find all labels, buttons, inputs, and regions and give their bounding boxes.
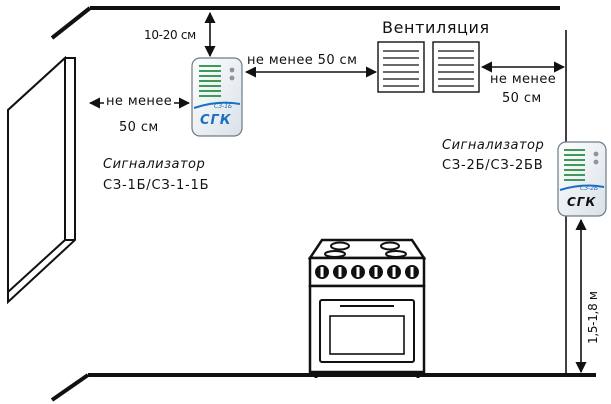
detector-left-led-1 — [229, 67, 235, 73]
label-min-distance-wall-cm: 50 см — [502, 91, 542, 106]
detector-right-brand: СГК — [567, 195, 597, 209]
floor-left-corner — [50, 373, 90, 402]
oven-window — [329, 315, 405, 355]
ventilation-grille-left — [377, 41, 425, 93]
label-sensor-left-model: СЗ-1Б/СЗ-1-1Б — [103, 178, 210, 193]
burner-4 — [385, 250, 407, 258]
detector-right-led-2 — [593, 159, 599, 165]
label-min-distance-ventilation: не менее 50 см — [245, 53, 360, 68]
label-min-distance-door-cm: 50 см — [119, 120, 159, 135]
label-min-distance-door: не менее — [104, 94, 175, 109]
label-sensor-right-model: СЗ-2Б/СЗ-2БВ — [442, 158, 544, 173]
label-sensor-left-title: Сигнализатор — [103, 157, 206, 172]
detector-right-swoosh — [559, 184, 605, 191]
label-min-distance-wall: не менее — [488, 72, 559, 87]
gas-detector-left — [191, 57, 243, 137]
label-height-range: 1,5-1,8 м — [586, 291, 600, 344]
detector-left-swoosh — [193, 101, 241, 109]
detector-left-led-2 — [229, 75, 235, 81]
label-top-distance: 10-20 см — [144, 28, 196, 42]
detector-left-vents — [199, 65, 221, 97]
label-ventilation: Вентиляция — [382, 18, 490, 37]
label-sensor-right-title: Сигнализатор — [442, 138, 545, 153]
door — [7, 55, 76, 305]
detector-right-model-tag: СЗ-2Б — [580, 185, 599, 192]
burner-2 — [380, 241, 400, 251]
detector-left-brand: СГК — [200, 113, 232, 128]
gas-stove — [307, 238, 427, 378]
gas-detector-right — [557, 141, 607, 217]
detector-left-model-tag: СЗ-1Б — [214, 103, 233, 110]
burner-1 — [330, 241, 350, 251]
stove-knobs — [315, 265, 419, 279]
detector-right-led-1 — [593, 151, 599, 157]
detector-right-vents — [564, 149, 585, 181]
burner-3 — [324, 250, 346, 258]
ventilation-grille-right — [432, 41, 480, 93]
ceiling-left-corner — [50, 6, 92, 40]
